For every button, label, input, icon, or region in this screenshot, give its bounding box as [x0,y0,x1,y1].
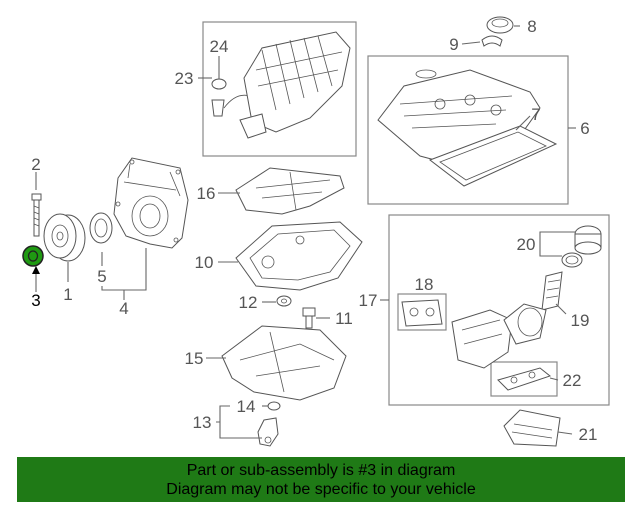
callout-10: 10 [195,253,214,272]
box-intake-manifold [202,21,357,157]
part-15-lower-oil-pan [221,325,347,401]
box-gasket-18 [397,293,447,331]
banner-line-2: Diagram may not be specific to your vehi… [166,481,476,498]
callout-8: 8 [527,17,536,36]
info-banner: Part or sub-assembly is #3 in diagram Di… [17,457,625,502]
callout-7: 7 [531,105,540,124]
callout-18: 18 [415,275,434,294]
callout-19: 19 [571,311,590,330]
callout-22: 22 [563,371,582,390]
part-16-baffle [235,167,345,215]
callout-1: 1 [63,285,72,304]
callout-6: 6 [580,119,589,138]
part-4-timing-cover [113,157,189,249]
part-23-intake-manifold [239,31,351,139]
callout-12: 12 [239,293,258,312]
part-14-washer [267,401,281,411]
callout-4: 4 [119,299,128,318]
part-12-washer [276,295,292,307]
callout-20: 20 [517,235,536,254]
leader-lines [32,25,576,439]
part-22-housing-gasket [497,367,552,391]
callout-2: 2 [31,155,40,174]
part-10-upper-oil-pan [235,221,363,291]
part-20-filter-cap [561,225,602,268]
callout-15: 15 [185,349,204,368]
callout-21: 21 [579,425,598,444]
box-gasket-22 [490,361,558,397]
part-1-pulley [43,213,86,262]
part-2-bolt [31,193,42,237]
callout-14: 14 [237,397,256,416]
part-24-oring [211,78,251,117]
part-13-sensor [257,417,279,447]
callout-23: 23 [175,69,194,88]
part-11-drain-plug [302,307,316,329]
callout-9: 9 [449,35,458,54]
callout-17: 17 [359,291,378,310]
part-19-oil-filter [541,271,563,311]
part-7-valve-gasket [428,125,558,187]
callout-13: 13 [193,413,212,432]
part-8-oil-cap [486,16,514,34]
callout-16: 16 [197,184,216,203]
part-9-cap-seal [481,35,503,47]
box-oil-filter-housing [388,214,610,406]
parts-diagram: 1 3 4 5 2 6 7 8 9 10 11 12 13 14 15 16 1… [22,16,610,447]
callout-5: 5 [97,267,106,286]
box-valve-cover [367,55,569,205]
callout-3[interactable]: 3 [31,291,40,310]
part-21-oil-cooler [503,409,561,447]
banner-line-1: Part or sub-assembly is #3 in diagram [186,462,456,479]
callout-11: 11 [335,309,353,328]
callout-24: 24 [210,37,229,56]
part-5-crank-seal [89,212,113,244]
part-3-seal[interactable] [22,245,44,267]
part-18-gasket [401,299,443,327]
part-17-filter-housing [451,303,547,369]
